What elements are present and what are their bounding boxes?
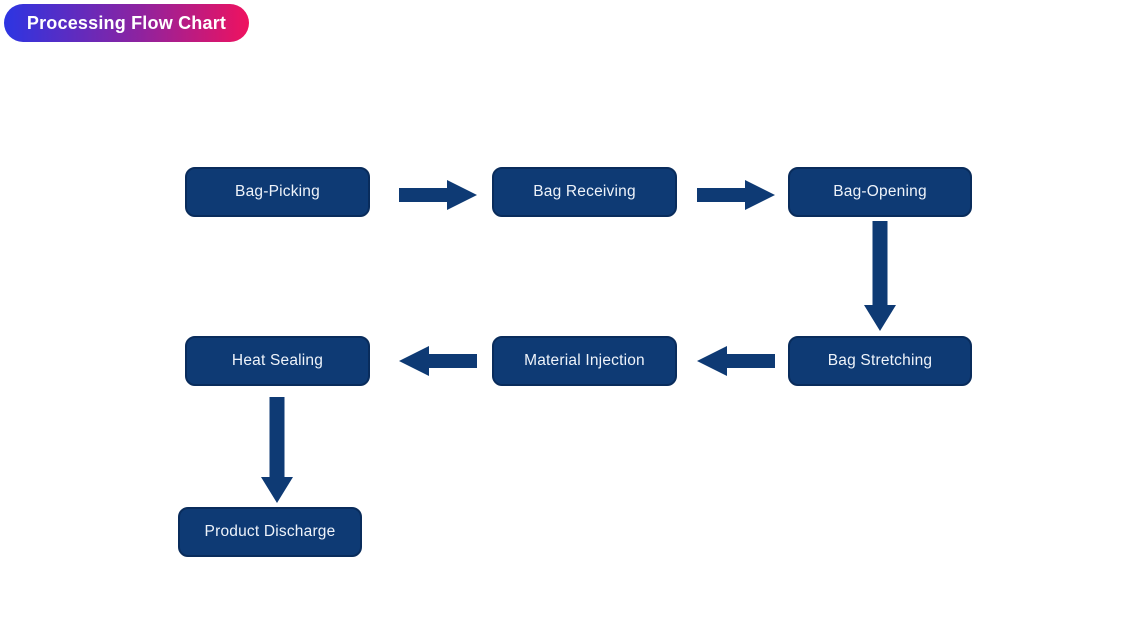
flow-node-material-injection: Material Injection xyxy=(492,336,677,386)
flow-node-label: Heat Sealing xyxy=(231,352,324,369)
flow-node-bag-picking: Bag-Picking xyxy=(185,167,370,217)
flow-node-bag-stretching: Bag Stretching xyxy=(788,336,972,386)
flow-node-label: Material Injection xyxy=(524,352,645,369)
arrow-left-icon xyxy=(399,346,477,376)
flow-node-heat-sealing: Heat Sealing xyxy=(185,336,370,386)
flow-node-product-discharge: Product Discharge xyxy=(178,507,362,557)
flow-node-label: Bag Receiving xyxy=(533,183,636,200)
flow-node-label: Bag Stretching xyxy=(827,352,933,369)
flow-node-bag-receiving: Bag Receiving xyxy=(492,167,677,217)
arrow-right-icon xyxy=(697,180,775,210)
chart-title-badge: Processing Flow Chart xyxy=(4,4,249,42)
flow-node-label: Bag-Opening xyxy=(833,183,927,200)
arrow-down-icon xyxy=(864,221,896,331)
flow-node-bag-opening: Bag-Opening xyxy=(788,167,972,217)
flow-node-label: Bag-Picking xyxy=(235,183,320,200)
arrow-down-icon xyxy=(261,397,293,503)
arrow-left-icon xyxy=(697,346,775,376)
chart-title: Processing Flow Chart xyxy=(26,12,227,33)
arrow-right-icon xyxy=(399,180,477,210)
flow-node-label: Product Discharge xyxy=(204,523,336,540)
